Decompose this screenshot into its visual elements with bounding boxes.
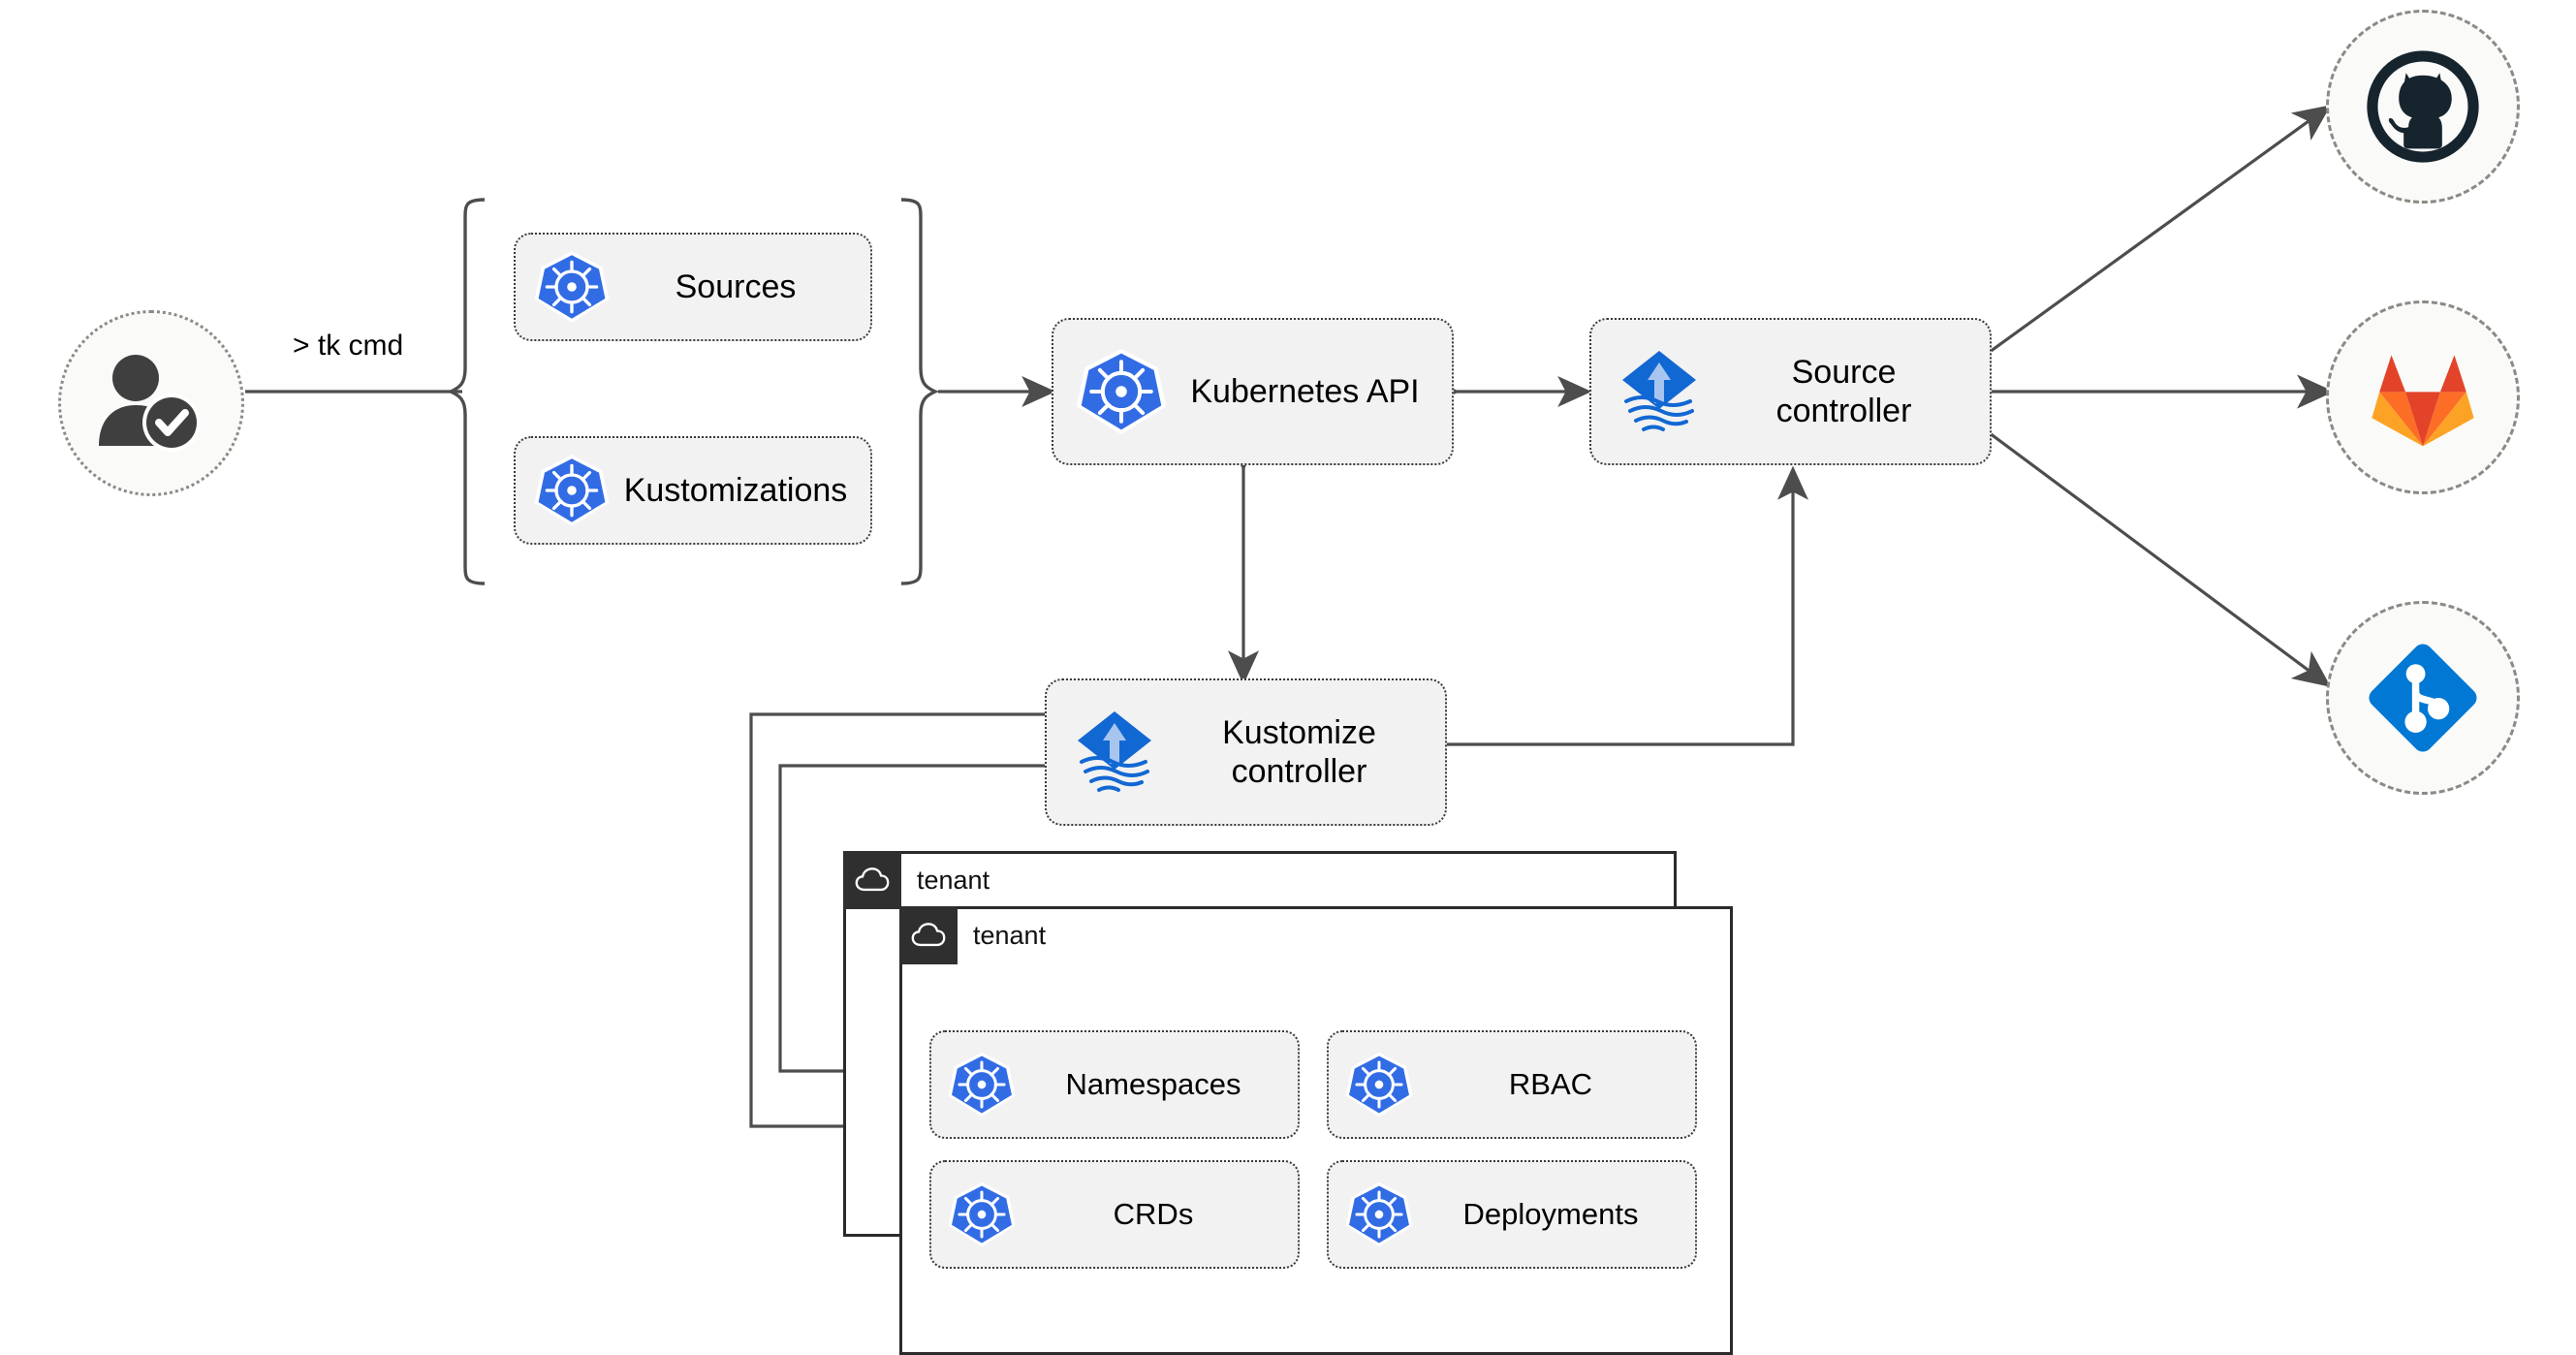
tenant-resource-label: Deployments [1462, 1197, 1639, 1231]
tenant-resource-crds[interactable]: CRDs [929, 1160, 1300, 1269]
kubernetes-icon [1053, 345, 1168, 438]
crd-sources-node[interactable]: Sources [514, 233, 872, 341]
tenant-resource-label: RBAC [1508, 1067, 1593, 1101]
command-label: > tk cmd [287, 330, 410, 362]
github-node[interactable] [2326, 10, 2520, 204]
kubernetes-icon [516, 248, 611, 326]
wire-kustomize-to-source [1444, 465, 1808, 746]
crd-kustomizations-node[interactable]: Kustomizations [514, 436, 872, 545]
gitlab-icon [2372, 355, 2474, 447]
tenant-resource-deployments[interactable]: Deployments [1327, 1160, 1697, 1269]
tenant-resource-label: CRDs [1113, 1197, 1194, 1231]
tenant-header-1: tenant [843, 851, 990, 909]
tenant-resource-rbac[interactable]: RBAC [1327, 1030, 1697, 1139]
tenant-header-2: tenant [899, 906, 1046, 964]
tenant-resource-grid: Namespaces [929, 1030, 1697, 1269]
tenant-resource-label: Namespaces [1065, 1067, 1241, 1101]
kubernetes-api-label: Kubernetes API [1190, 372, 1420, 410]
tenant-container-2[interactable]: tenant [899, 906, 1733, 1355]
flux-icon [1047, 704, 1163, 801]
tenant-resource-namespaces[interactable]: Namespaces [929, 1030, 1300, 1139]
kubernetes-api-node[interactable]: Kubernetes API [1052, 318, 1454, 465]
brace-left [446, 198, 486, 585]
kustomize-controller-node[interactable]: Kustomize controller [1045, 678, 1447, 826]
source-controller-node[interactable]: Source controller [1589, 318, 1992, 465]
actor-node[interactable] [58, 310, 244, 496]
kubernetes-icon [1329, 1050, 1414, 1119]
flux-icon [1591, 343, 1708, 440]
brace-right [900, 198, 940, 585]
cloud-icon [899, 906, 958, 964]
tenant-title-1: tenant [917, 865, 990, 895]
azure-devops-git-icon [2369, 644, 2477, 752]
tenant-title-2: tenant [973, 920, 1047, 950]
kustomize-controller-label: Kustomize controller [1222, 713, 1376, 790]
user-verified-icon [99, 355, 201, 452]
kubernetes-icon [516, 452, 611, 529]
cloud-icon [843, 851, 901, 909]
source-controller-label: Source controller [1775, 353, 1912, 429]
wire-source-to-github [1989, 105, 2332, 354]
crd-sources-label: Sources [675, 268, 797, 305]
gitlab-node[interactable] [2326, 300, 2520, 494]
azure-devops-node[interactable] [2326, 601, 2520, 795]
wire-source-to-azure [1989, 431, 2332, 687]
kubernetes-icon [1329, 1180, 1414, 1249]
kubernetes-icon [931, 1050, 1017, 1119]
github-icon [2367, 50, 2479, 163]
crd-kustomizations-label: Kustomizations [623, 471, 848, 509]
kubernetes-icon [931, 1180, 1017, 1249]
